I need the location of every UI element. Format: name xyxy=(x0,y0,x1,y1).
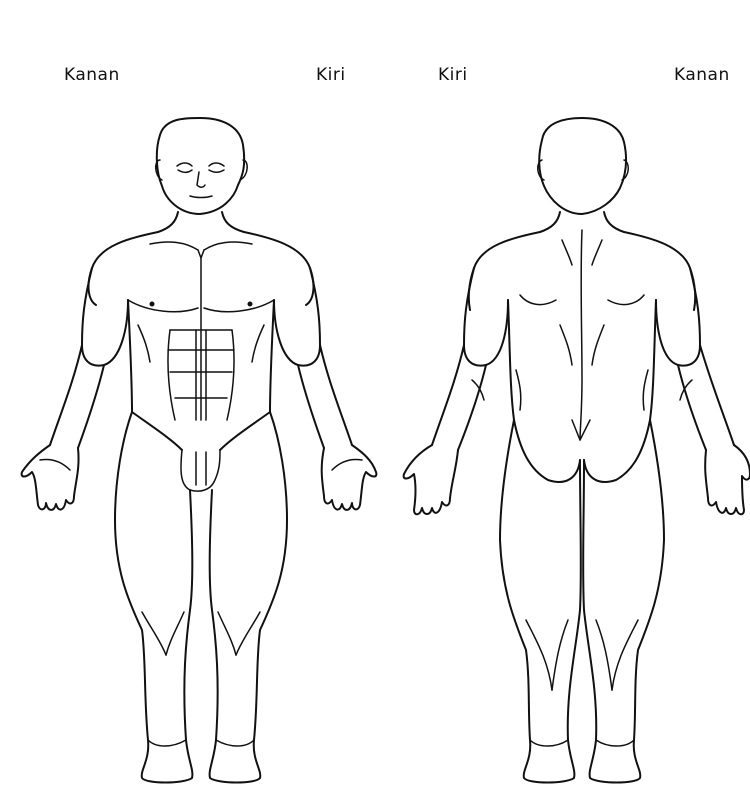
back-view-left-label: Kiri xyxy=(438,65,468,85)
back-view-right-label: Kanan xyxy=(674,65,730,85)
front-head xyxy=(155,117,248,215)
front-left-arm xyxy=(273,267,378,511)
back-head xyxy=(537,117,629,215)
back-legs xyxy=(499,419,665,784)
back-right-arm xyxy=(655,267,750,516)
front-view-right-label: Kanan xyxy=(64,65,120,85)
front-view-left-label: Kiri xyxy=(316,65,346,85)
front-legs xyxy=(114,411,288,784)
back-torso xyxy=(467,211,697,483)
front-right-arm xyxy=(20,267,129,511)
back-left-arm xyxy=(402,267,509,516)
